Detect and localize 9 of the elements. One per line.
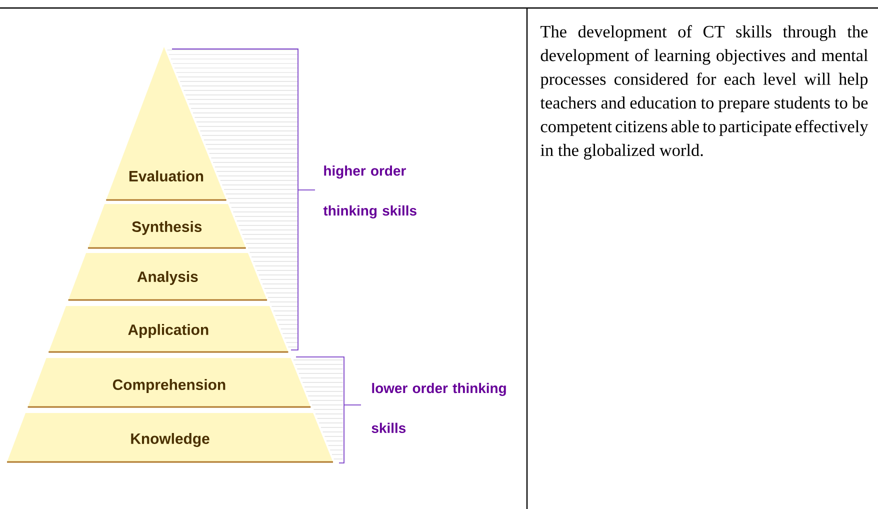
- bracket-label: higher order thinking skills: [323, 166, 416, 218]
- pyramid-level: Knowledge: [7, 412, 333, 463]
- pyramid-level: Comprehension: [28, 358, 311, 408]
- pyramid-level: Evaluation: [106, 47, 226, 201]
- pyramid-level: Application: [48, 306, 288, 353]
- pyramid-level: Synthesis: [88, 204, 246, 249]
- description-paragraph: The development of CT skills through the development of learning objectives and mental processes considered for each level will help teachers and education to prepare students to be competent citizens able to participate effectively in the globalized world.: [540, 25, 868, 160]
- pyramid-level: Analysis: [68, 252, 268, 301]
- bracket-label: lower order thinking skills: [372, 382, 506, 434]
